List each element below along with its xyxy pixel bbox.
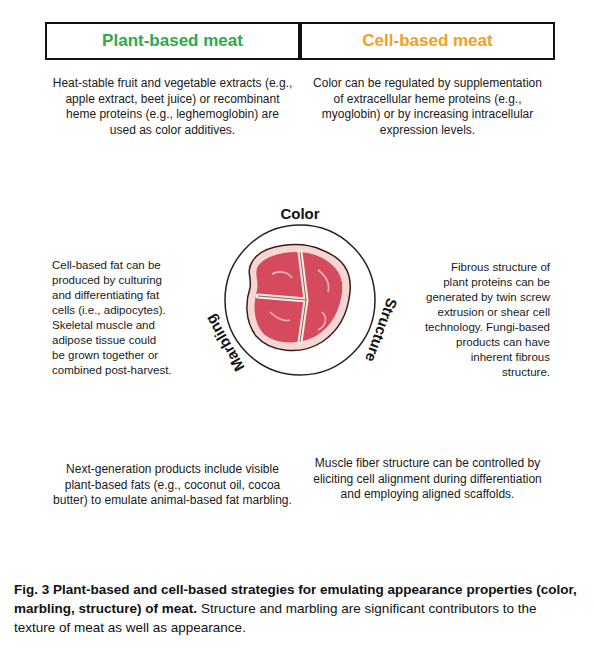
header-cell: Cell-based meat xyxy=(300,22,555,60)
panel-fill xyxy=(45,198,300,455)
ring-label: Color xyxy=(280,206,319,222)
strategy-text: Fibrous structure of plant proteins can … xyxy=(423,260,550,380)
category-ring: ColorStructure Marbling xyxy=(202,202,398,398)
ring-band xyxy=(202,202,398,398)
panel-fill xyxy=(45,300,300,568)
strategy-text: Heat-stable fruit and vegetable extracts… xyxy=(52,76,293,138)
strategy-text: Cell-based fat can be produced by cultur… xyxy=(52,258,172,378)
caption-block: Fig. 3 Plant-based and cell-based strate… xyxy=(14,580,580,637)
strategy-text: Muscle fiber structure can be controlled… xyxy=(307,456,548,503)
ring-label: Marbling xyxy=(203,312,248,374)
strategy-panel: Cell-based fat can be produced by cultur… xyxy=(45,198,300,455)
header-text: Plant-based meat xyxy=(102,31,243,51)
panel-fill xyxy=(300,215,555,420)
panel-fill xyxy=(300,300,555,568)
ring-label: Structure xyxy=(362,296,400,364)
header-text: Cell-based meat xyxy=(362,31,492,51)
strategy-text: Color can be regulated by supplementatio… xyxy=(307,76,548,138)
header-cell: Plant-based meat xyxy=(45,22,300,60)
strategy-text: Next-generation products include visible… xyxy=(52,462,293,509)
strategy-panel: Fibrous structure of plant proteins can … xyxy=(300,215,555,420)
